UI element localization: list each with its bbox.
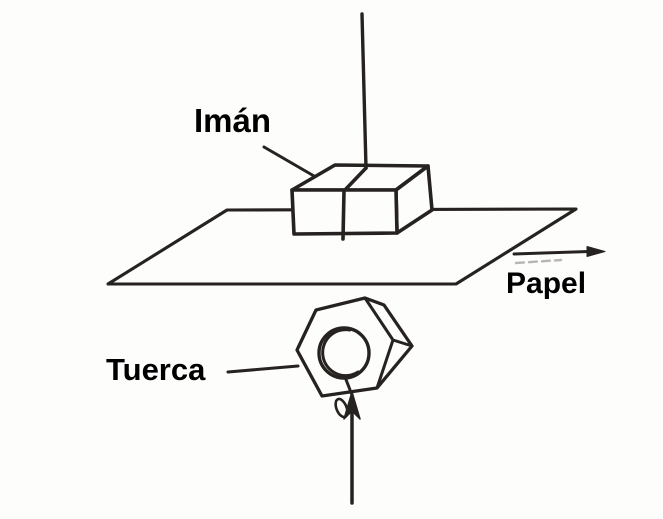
diagram-ink-group bbox=[106, 12, 606, 505]
nut-facet-edges bbox=[363, 296, 414, 390]
nut-string-arrow bbox=[334, 391, 361, 505]
nut-label: Tuerca bbox=[106, 352, 206, 387]
paper-label: Papel bbox=[506, 267, 587, 300]
right-arrowhead-icon bbox=[586, 246, 606, 257]
magnet-pole-divider-line bbox=[341, 166, 368, 241]
nut-hole bbox=[317, 326, 371, 380]
string-knot-loop bbox=[334, 397, 349, 419]
paper-sheet bbox=[106, 207, 578, 286]
magnet-string bbox=[360, 12, 368, 170]
nut-leader-line bbox=[226, 364, 300, 374]
magnet-block bbox=[290, 163, 434, 241]
magnet-leader-line bbox=[262, 145, 316, 178]
magnet-label: Imán bbox=[194, 102, 272, 139]
nut-hole-inner-edge bbox=[321, 328, 360, 378]
paper-motion-arrow bbox=[512, 246, 606, 265]
pencil-smudge-line bbox=[514, 258, 563, 265]
hex-nut bbox=[295, 296, 414, 398]
nut-string-through-hole bbox=[343, 375, 354, 397]
